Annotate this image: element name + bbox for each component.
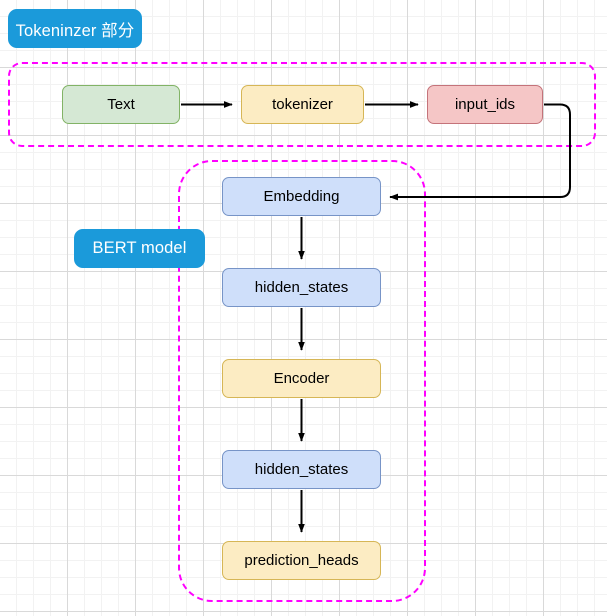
node-text[interactable]: Text <box>62 85 180 124</box>
group-tokenizer-section <box>8 62 596 147</box>
node-encoder[interactable]: Encoder <box>222 359 381 398</box>
node-hidden-states-1[interactable]: hidden_states <box>222 268 381 307</box>
label-bert-model-section: BERT model <box>74 229 205 268</box>
node-prediction-heads[interactable]: prediction_heads <box>222 541 381 580</box>
node-hidden-states-2[interactable]: hidden_states <box>222 450 381 489</box>
node-embedding[interactable]: Embedding <box>222 177 381 216</box>
group-bert-model-section <box>178 160 426 602</box>
label-tokenizer-section: Tokeninzer 部分 <box>8 9 142 48</box>
node-input-ids[interactable]: input_ids <box>427 85 543 124</box>
node-tokenizer[interactable]: tokenizer <box>241 85 364 124</box>
